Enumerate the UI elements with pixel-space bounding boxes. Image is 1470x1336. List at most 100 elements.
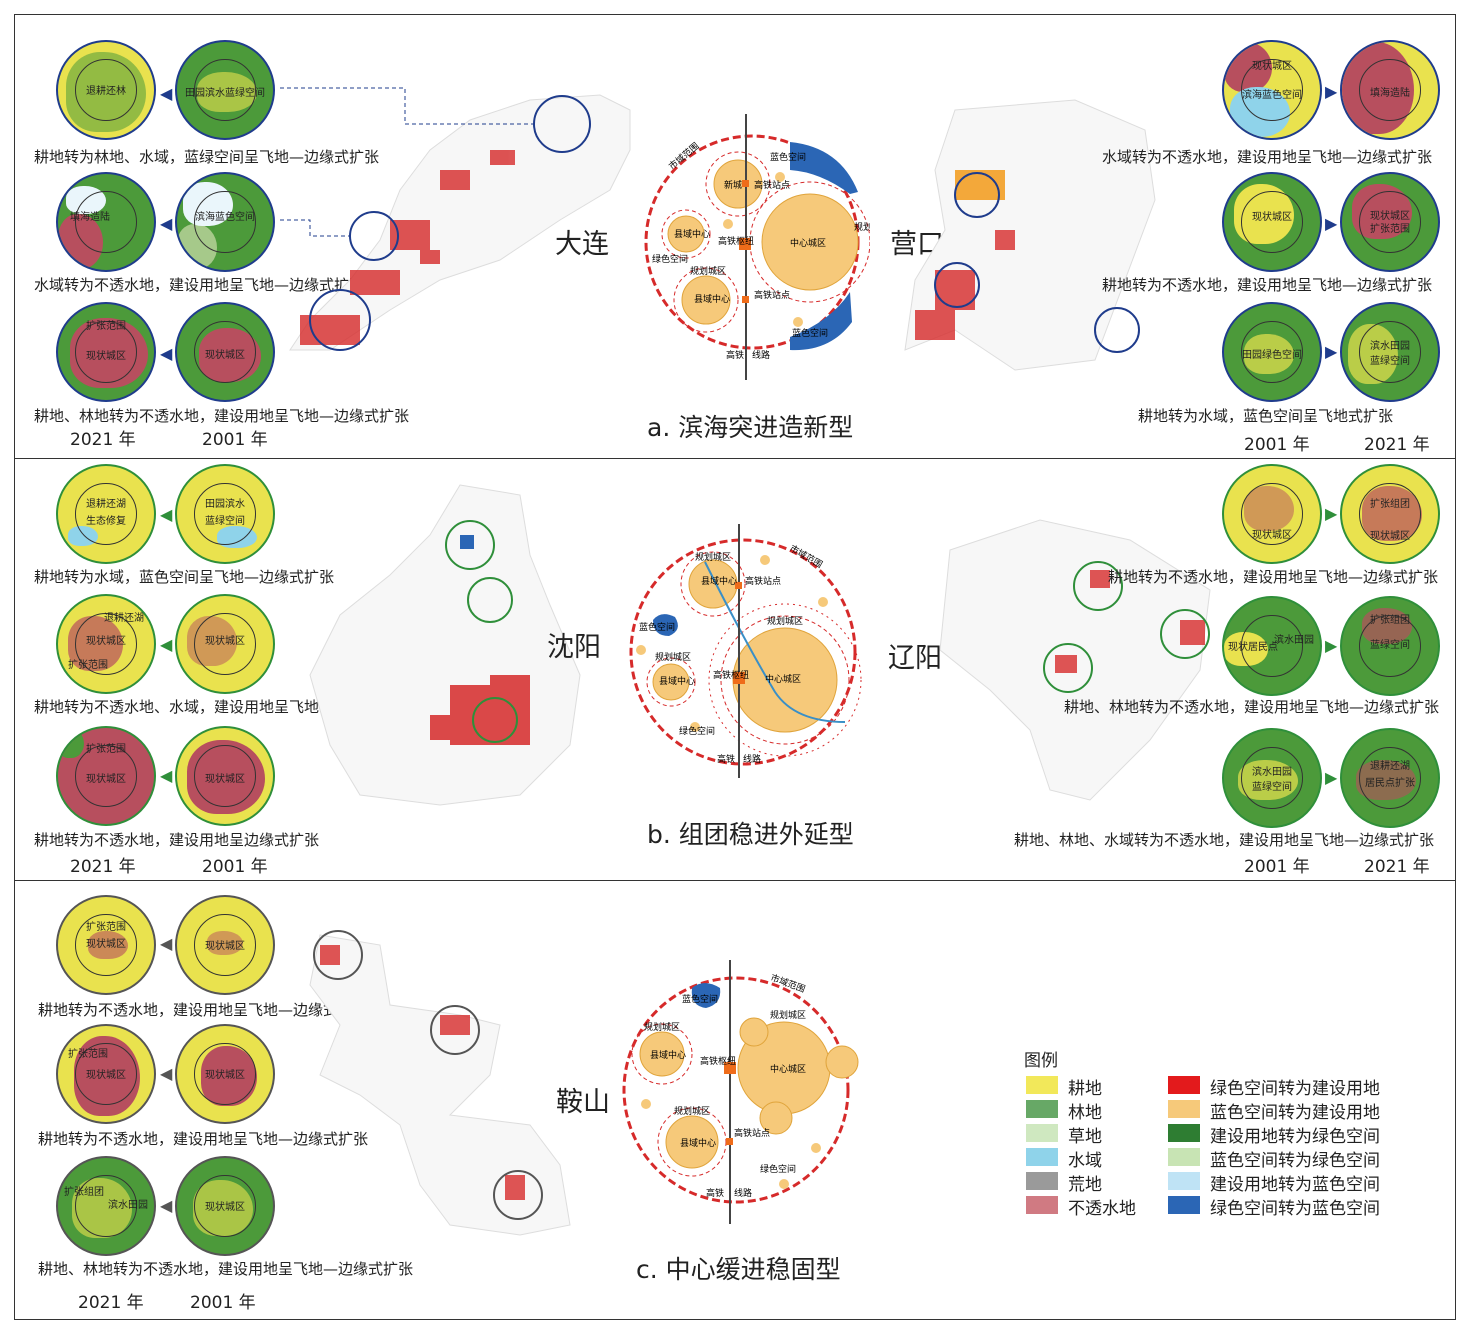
- caption: 耕地转为不透水地，建设用地呈飞地—边缘式扩张: [38, 1001, 369, 1019]
- circle-label: 填海造陆: [1370, 88, 1410, 100]
- diagram-label: 县域中心: [701, 575, 737, 587]
- year-label: 2001 年: [190, 1293, 256, 1313]
- circle-label: 退耕还林: [86, 86, 126, 98]
- year-label: 2021 年: [70, 430, 136, 450]
- dalian-map: [280, 87, 631, 351]
- section-divider: [14, 880, 1456, 881]
- thumb-circle: 现状居民点 滨水田园: [1222, 596, 1322, 696]
- diagram-label: 规划城区: [767, 615, 803, 627]
- city-name: 沈阳: [547, 632, 601, 663]
- diagram-label: 县域中心: [659, 675, 695, 687]
- circle-label: 蓝绿空间: [1370, 356, 1410, 367]
- arrow-right-icon: ▶: [1325, 768, 1338, 787]
- caption: 耕地转为不透水地，建设用地呈边缘式扩张: [34, 831, 320, 849]
- diagram-b: 规划城区 市域范围 县域中心 高铁站点 蓝色空间 规划城区 规划城区 县域中心 …: [629, 524, 862, 778]
- thumb-circle: 现状城区: [175, 1156, 275, 1256]
- thumb-circle: 扩张组团 滨水田园: [56, 1156, 156, 1256]
- diagram-label: 蓝色空间: [682, 993, 718, 1005]
- arrow-left-icon: ◀: [160, 766, 173, 785]
- circle-label: 滨水田园: [1252, 766, 1292, 778]
- diagram-label: 线路: [734, 1187, 752, 1199]
- thumb-circle: 滨海蓝色空间: [175, 172, 275, 272]
- caption: 耕地转为不透水地，建设用地呈飞地—边缘式扩张: [1108, 568, 1439, 586]
- circle-label: 现状城区: [86, 1070, 126, 1082]
- year-label: 2001 年: [1244, 857, 1310, 877]
- diagram-label: 县域中心: [650, 1049, 686, 1061]
- anshan-map: [309, 930, 571, 1236]
- legend-swatch: [1026, 1172, 1058, 1190]
- liaoyang-map: [939, 519, 1211, 801]
- arrow-left-icon: ◀: [160, 1196, 173, 1215]
- thumb-circle: 扩张范围 现状城区: [56, 895, 156, 995]
- thumb-circle: 填海造陆: [1340, 40, 1440, 140]
- thumb-circle: 现状城区: [175, 594, 275, 694]
- circle-label: 现状城区: [86, 636, 126, 648]
- city-name: 大连: [555, 229, 609, 260]
- year-label: 2021 年: [70, 857, 136, 877]
- thumb-circle: 现状城区 扩张范围: [1340, 172, 1440, 272]
- circle-label: 扩张组团: [1370, 615, 1410, 627]
- thumb-circle: 退耕还林: [56, 40, 156, 140]
- legend-swatch: [1026, 1076, 1058, 1094]
- legend-label: 蓝色空间转为建设用地: [1210, 1103, 1380, 1123]
- caption: 耕地、林地、水域转为不透水地，建设用地呈飞地—边缘式扩张: [1014, 831, 1435, 849]
- diagram-label: 中心城区: [790, 237, 826, 249]
- legend-swatch: [1168, 1076, 1200, 1094]
- circle-label: 现状城区: [205, 1070, 245, 1082]
- arrow-left-icon: ◀: [160, 1064, 173, 1083]
- circle-label: 田园滨水: [205, 498, 245, 510]
- diagram-label: 规划城区: [690, 265, 726, 277]
- circle-label: 退耕还湖: [104, 613, 144, 625]
- diagram-a: 蓝色空间 市域范围 新城 高铁站点 县域中心 高铁枢纽 中心城区 规划城区 绿色…: [644, 114, 870, 380]
- thumb-circle: 扩张组团 蓝绿空间: [1340, 596, 1440, 696]
- diagram-label: 规划城区: [644, 1021, 680, 1033]
- diagram-label: 规划城区: [695, 551, 731, 563]
- thumb-circle: 滨水田园 蓝绿空间: [1340, 302, 1440, 402]
- diagram-label: 新城: [724, 179, 742, 191]
- thumb-circle: 田园滨水 蓝绿空间: [175, 464, 275, 564]
- diagram-label: 规划城区: [854, 221, 870, 233]
- diagram-label: 高铁: [706, 1187, 724, 1199]
- circle-label: 现状城区: [1252, 211, 1292, 223]
- circle-label: 现状城区: [1252, 529, 1292, 541]
- year-label: 2001 年: [202, 857, 268, 877]
- diagram-label: 高铁: [717, 753, 735, 765]
- thumb-circle: 现状城区: [175, 302, 275, 402]
- circle-label: 扩张组团: [1370, 498, 1410, 510]
- circle-label: 滨海蓝色空间: [195, 211, 255, 223]
- legend-label: 绿色空间转为蓝色空间: [1210, 1199, 1380, 1219]
- year-label: 2001 年: [1244, 435, 1310, 455]
- circle-label: 现状城区: [205, 941, 245, 953]
- thumb-circle: 退耕还湖 生态修复: [56, 464, 156, 564]
- city-name: 辽阳: [888, 643, 942, 674]
- circle-label: 填海造陆: [70, 211, 110, 223]
- year-label: 2021 年: [78, 1293, 144, 1313]
- diagram-label: 中心城区: [765, 673, 801, 685]
- arrow-right-icon: ▶: [1325, 82, 1338, 101]
- circle-label: 现状城区: [1370, 531, 1410, 543]
- diagram-c: 市域范围 蓝色空间 规划城区 县域中心 高铁枢纽 规划城区 中心城区 规划城区 …: [622, 960, 859, 1224]
- legend-swatch: [1026, 1148, 1058, 1166]
- thumb-circle: 现状城区 滨海蓝色空间: [1222, 40, 1322, 140]
- arrow-right-icon: ▶: [1325, 504, 1338, 523]
- circle-label: 滨水田园: [108, 1200, 148, 1212]
- caption: 耕地转为水域，蓝色空间呈飞地—边缘式扩张: [34, 568, 335, 586]
- diagram-label: 县域中心: [694, 293, 730, 305]
- diagram-label: 高铁站点: [745, 575, 781, 587]
- legend-swatch: [1168, 1172, 1200, 1190]
- caption: 耕地转为不透水地，建设用地呈飞地—边缘式扩张: [1102, 276, 1433, 294]
- legend-swatch: [1168, 1124, 1200, 1142]
- circle-label: 生态修复: [86, 516, 126, 528]
- diagram-label: 高铁: [726, 349, 744, 361]
- legend-swatch: [1026, 1124, 1058, 1142]
- circle-label: 退耕还湖: [1370, 760, 1410, 772]
- circle-label: 扩张范围: [68, 659, 108, 671]
- circle-label: 现状城区: [205, 636, 245, 648]
- circle-label: 扩张范围: [86, 922, 126, 934]
- thumb-circle: 田园绿色空间: [1222, 302, 1322, 402]
- arrow-left-icon: ◀: [160, 635, 173, 654]
- legend-label: 绿色空间转为建设用地: [1210, 1079, 1380, 1099]
- arrow-left-icon: ◀: [160, 505, 173, 524]
- diagram-label: 绿色空间: [652, 253, 688, 265]
- diagram-label: 蓝色空间: [639, 621, 675, 633]
